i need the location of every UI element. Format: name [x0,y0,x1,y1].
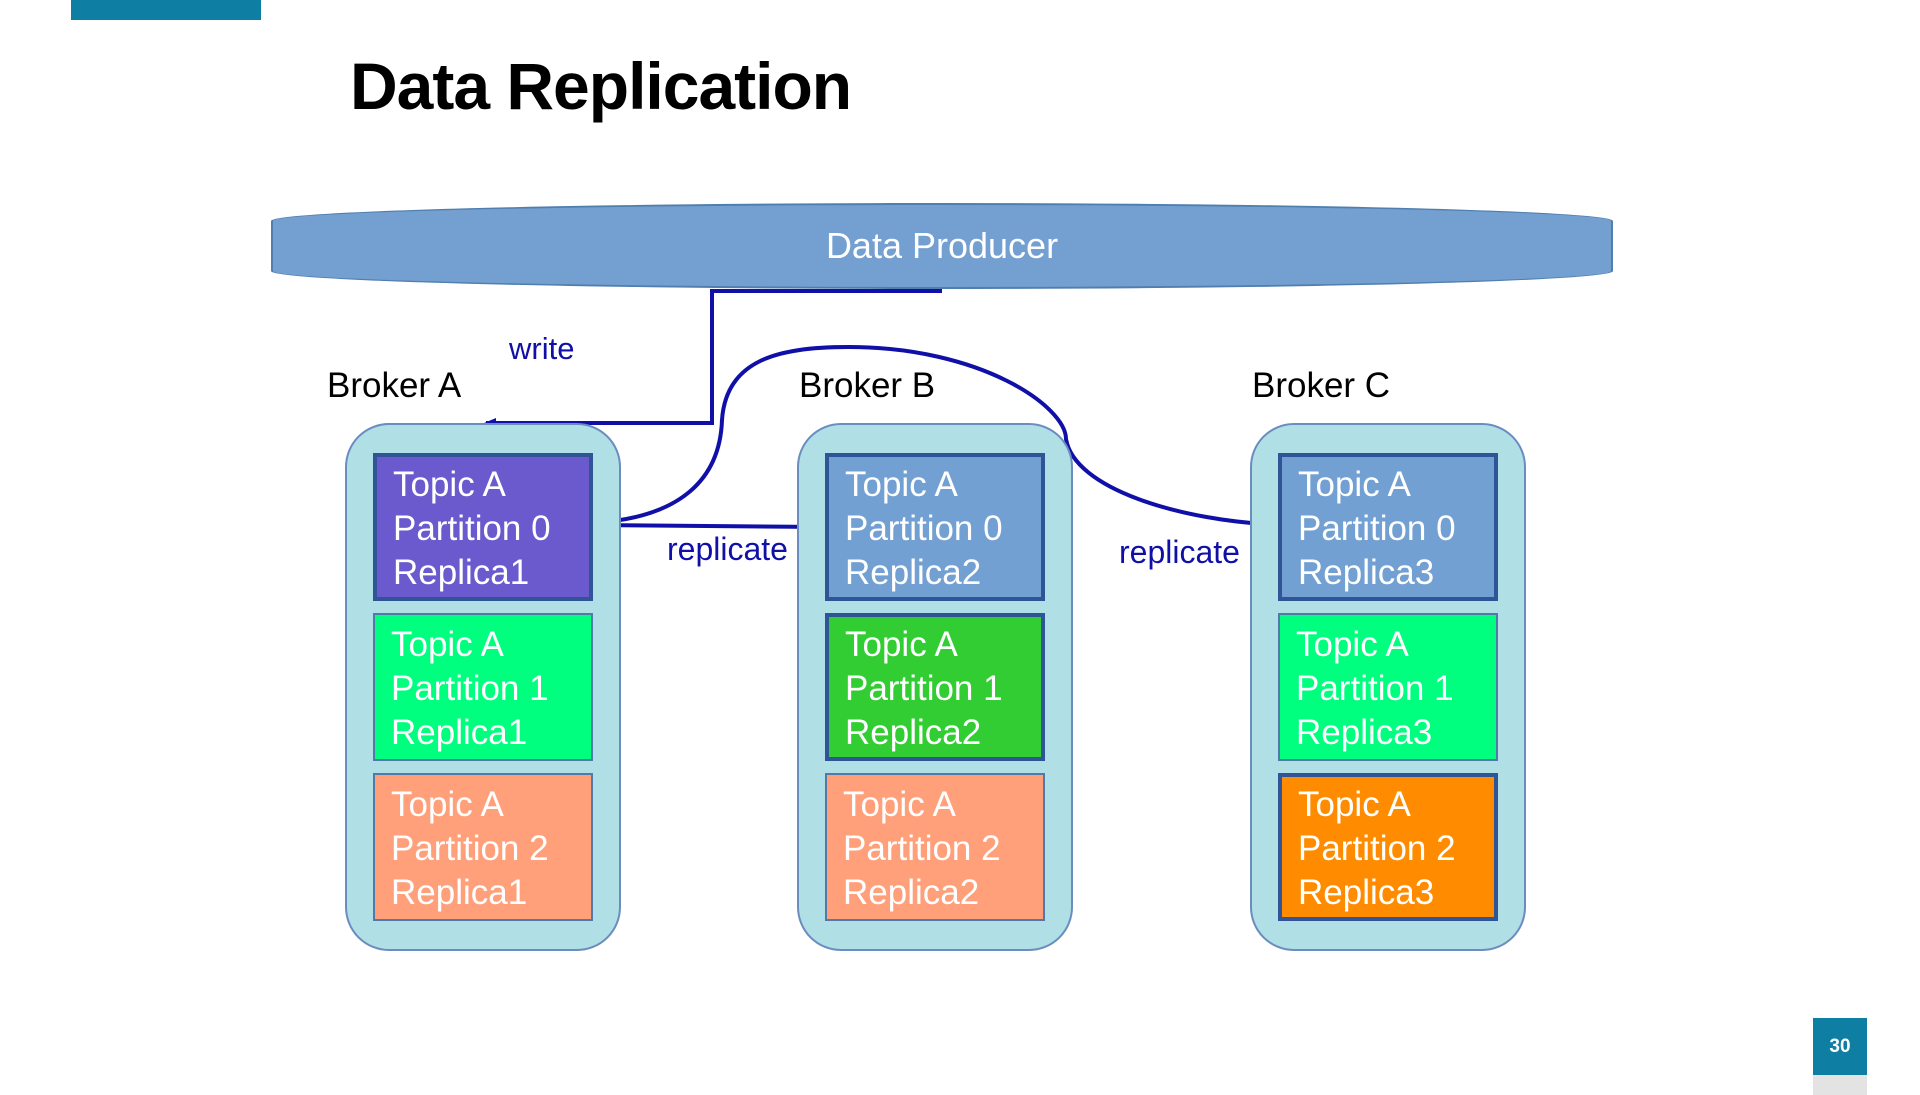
cell-partition: Partition 0 [1298,509,1456,548]
cell-topic: Topic A [391,625,504,664]
broker-a-label: Broker A [327,366,462,405]
replicate-arrow-a-to-b [591,521,826,532]
cell-replica: Replica1 [393,553,530,592]
corner-accent-bar [71,0,261,20]
cell-topic: Topic A [845,625,958,664]
cell-partition: Partition 2 [843,829,1001,868]
cell-partition: Partition 0 [393,509,551,548]
broker-b-partition-0-cell: Topic A Partition 0 Replica2 [825,453,1045,601]
cell-replica: Replica2 [845,553,982,592]
slide-title: Data Replication [350,49,852,123]
broker-a-partition-0-cell: Topic A Partition 0 Replica1 [373,453,593,601]
cell-replica: Replica1 [391,713,528,752]
cell-partition: Partition 2 [391,829,549,868]
cell-topic: Topic A [391,785,504,824]
broker-a-partition-2-cell: Topic A Partition 2 Replica1 [373,773,593,921]
cell-topic: Topic A [393,465,506,504]
cell-topic: Topic A [1298,465,1411,504]
cell-replica: Replica3 [1296,713,1433,752]
page-number-shadow [1813,1075,1867,1095]
cell-partition: Partition 2 [1298,829,1456,868]
cell-replica: Replica3 [1298,873,1435,912]
cell-partition: Partition 1 [1296,669,1454,708]
cell-replica: Replica2 [845,713,982,752]
data-producer: Data Producer [271,203,1613,289]
write-arrow [484,289,942,428]
broker-b-partition-1-cell: Topic A Partition 1 Replica2 [825,613,1045,761]
broker-a-partition-1-cell: Topic A Partition 1 Replica1 [373,613,593,761]
data-producer-label: Data Producer [825,225,1059,266]
broker-c-label: Broker C [1252,366,1391,405]
cell-topic: Topic A [843,785,956,824]
replicate-arrow-a-to-c [591,344,1283,530]
broker-c-partition-1-cell: Topic A Partition 1 Replica3 [1278,613,1498,761]
cell-topic: Topic A [1298,785,1411,824]
cell-topic: Topic A [1296,625,1409,664]
cell-topic: Topic A [845,465,958,504]
cell-partition: Partition 1 [391,669,549,708]
replicate-label-a-b: replicate [667,531,788,567]
cell-replica: Replica3 [1298,553,1435,592]
cell-replica: Replica1 [391,873,528,912]
broker-c-partition-0-cell: Topic A Partition 0 Replica3 [1278,453,1498,601]
broker-c-partition-2-cell: Topic A Partition 2 Replica3 [1278,773,1498,921]
cell-replica: Replica2 [843,873,980,912]
page-number: 30 [1813,1018,1867,1075]
broker-b-partition-2-cell: Topic A Partition 2 Replica2 [825,773,1045,921]
broker-b-label: Broker B [799,366,936,405]
write-label: write [508,331,574,366]
cell-partition: Partition 1 [845,669,1003,708]
replicate-label-b-c: replicate [1119,534,1240,570]
cell-partition: Partition 0 [845,509,1003,548]
